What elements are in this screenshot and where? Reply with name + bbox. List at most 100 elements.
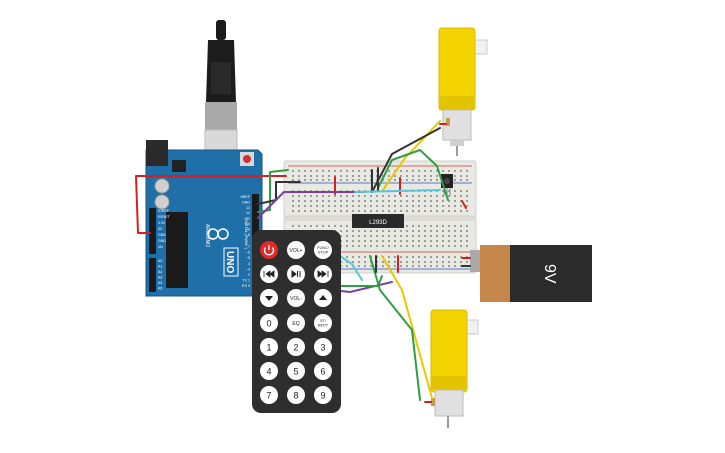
remote-button-up[interactable]: [314, 289, 332, 307]
breadboard-hole: [346, 170, 348, 172]
battery-label: 9V: [541, 264, 558, 284]
breadboard-hole: [352, 175, 354, 177]
remote-button-next[interactable]: [314, 265, 332, 283]
remote-button-vol[interactable]: VOL-: [287, 289, 305, 307]
remote-button-4[interactable]: 4: [260, 362, 278, 380]
breadboard-hole: [352, 195, 354, 197]
breadboard-hole: [388, 210, 390, 212]
breadboard-hole: [382, 265, 384, 267]
breadboard-hole: [448, 210, 450, 212]
pin-label: TX 1: [242, 279, 250, 283]
breadboard-hole: [304, 210, 306, 212]
breadboard-hole: [304, 179, 306, 181]
breadboard-hole: [316, 205, 318, 207]
breadboard-hole: [382, 205, 384, 207]
breadboard-hole: [340, 195, 342, 197]
remote-button-playpause[interactable]: [287, 265, 305, 283]
remote-button-func-stop[interactable]: FUNC/STOP: [314, 241, 332, 259]
remote-button-label: 6: [320, 367, 325, 377]
breadboard-hole: [388, 235, 390, 237]
breadboard-hole: [322, 170, 324, 172]
remote-button-down[interactable]: [260, 289, 278, 307]
remote-button-7[interactable]: 7: [260, 386, 278, 404]
breadboard-hole: [418, 265, 420, 267]
breadboard-hole: [346, 175, 348, 177]
breadboard-hole: [430, 205, 432, 207]
remote-button-eq[interactable]: EQ: [287, 314, 305, 332]
next-icon: [317, 270, 329, 278]
remote-button-5[interactable]: 5: [287, 362, 305, 380]
breadboard-hole: [436, 230, 438, 232]
breadboard-hole: [370, 245, 372, 247]
remote-button-label: 4: [266, 367, 271, 377]
breadboard-hole: [406, 256, 408, 258]
breadboard-hole: [406, 240, 408, 242]
breadboard-hole: [388, 230, 390, 232]
pin-label: ~10: [244, 222, 250, 226]
breadboard-hole: [304, 175, 306, 177]
remote-button-vol[interactable]: VOL+: [287, 241, 305, 259]
breadboard-hole: [334, 170, 336, 172]
breadboard-hole: [454, 256, 456, 258]
breadboard-hole: [460, 210, 462, 212]
breadboard-hole: [430, 200, 432, 202]
remote-button-label: 2: [293, 343, 298, 353]
breadboard-hole: [364, 235, 366, 237]
breadboard-hole: [358, 230, 360, 232]
pin-label: GND: [158, 239, 166, 243]
breadboard-hole: [466, 200, 468, 202]
breadboard-hole: [346, 195, 348, 197]
breadboard-hole: [394, 195, 396, 197]
remote-button-st-rept[interactable]: ST/REPT: [314, 314, 332, 332]
breadboard-hole: [370, 200, 372, 202]
breadboard-hole: [412, 265, 414, 267]
remote-button-2[interactable]: 2: [287, 338, 305, 356]
wire-green-top-motor: [377, 149, 449, 201]
breadboard-hole: [340, 179, 342, 181]
wire-dark-arduino: [257, 181, 301, 205]
breadboard-hole: [334, 205, 336, 207]
breadboard-hole: [418, 230, 420, 232]
breadboard-hole: [340, 225, 342, 227]
remote-button-8[interactable]: 8: [287, 386, 305, 404]
breadboard-hole: [310, 200, 312, 202]
breadboard-hole: [364, 175, 366, 177]
breadboard-hole: [430, 265, 432, 267]
remote-button-0[interactable]: 0: [260, 314, 278, 332]
pin-label: GND: [158, 233, 166, 237]
remote-button-9[interactable]: 9: [314, 386, 332, 404]
breadboard-hole: [418, 179, 420, 181]
breadboard-hole: [430, 245, 432, 247]
breadboard-hole: [316, 210, 318, 212]
breadboard-hole: [322, 210, 324, 212]
breadboard-hole: [454, 179, 456, 181]
breadboard-hole: [334, 200, 336, 202]
breadboard-hole: [358, 175, 360, 177]
breadboard-hole: [328, 179, 330, 181]
remote-button-6[interactable]: 6: [314, 362, 332, 380]
remote-button-power[interactable]: [260, 241, 278, 259]
breadboard-hole: [292, 195, 294, 197]
breadboard-hole: [382, 261, 384, 263]
remote-button-3[interactable]: 3: [314, 338, 332, 356]
remote-button-prev[interactable]: [260, 265, 278, 283]
breadboard-hole: [418, 225, 420, 227]
breadboard-hole: [376, 230, 378, 232]
breadboard-hole: [304, 200, 306, 202]
breadboard-hole: [412, 200, 414, 202]
breadboard-hole: [454, 265, 456, 267]
breadboard-hole: [394, 256, 396, 258]
breadboard-hole: [418, 245, 420, 247]
pin-label: ~3: [246, 267, 250, 271]
breadboard-hole: [340, 235, 342, 237]
arduino-model-text: UNO: [224, 251, 235, 273]
breadboard-hole: [316, 179, 318, 181]
battery-9v: 9V: [470, 245, 592, 302]
remote-button-1[interactable]: 1: [260, 338, 278, 356]
breadboard-hole: [460, 195, 462, 197]
previous-icon: [263, 270, 275, 278]
